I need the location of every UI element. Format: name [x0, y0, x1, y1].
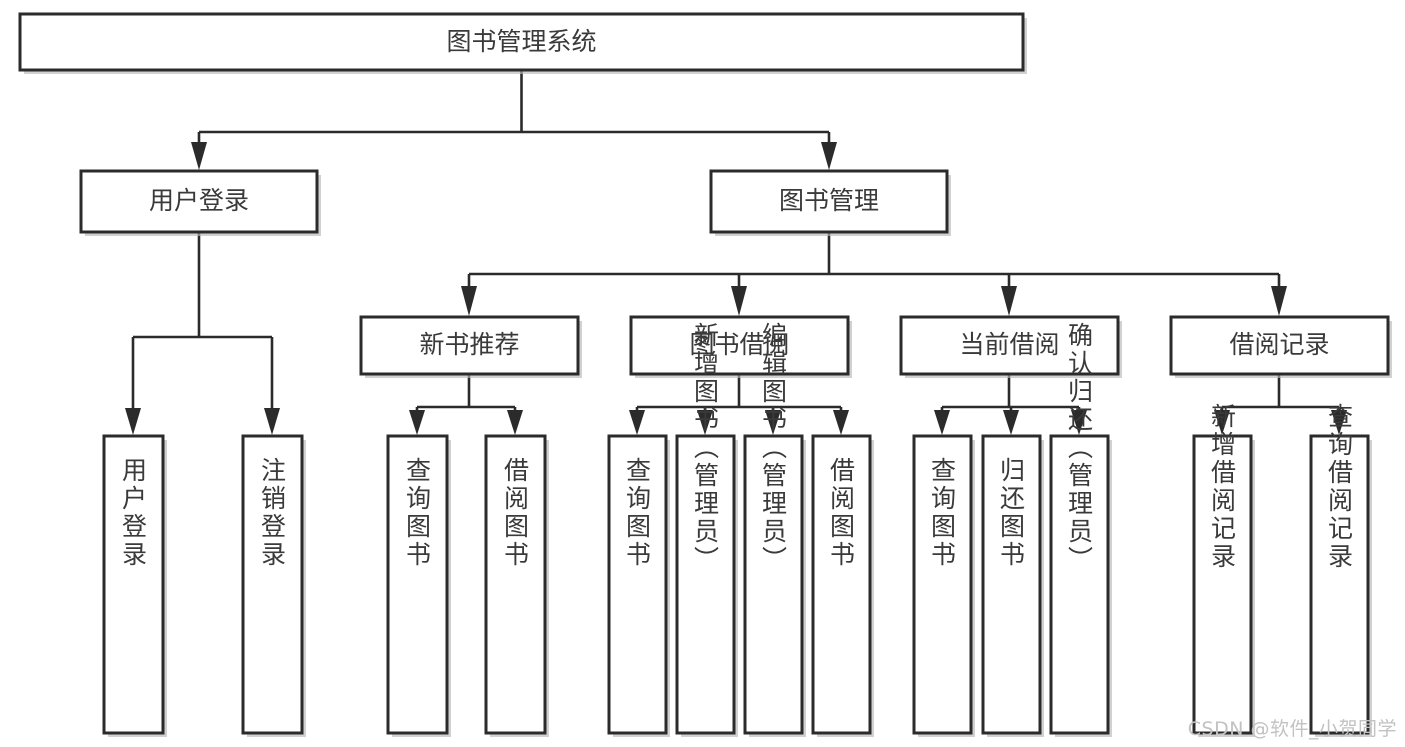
leaf-add-book-label: 新增图书（管理员）: [691, 322, 720, 574]
leaf-return-book-box[interactable]: [981, 434, 1042, 735]
arrow-leaf-return-book: [1003, 410, 1019, 435]
current-borrow-label: 当前借阅: [959, 330, 1059, 359]
connector-layer: [125, 70, 1347, 435]
user-login-label: 用户登录: [149, 186, 249, 215]
book-borrow-label: 图书借阅: [689, 330, 789, 359]
node-leaf-borrow-book-2[interactable]: 借阅图书: [811, 434, 874, 737]
current-borrow-box[interactable]: [899, 315, 1120, 376]
arrow-new-book-recommend: [461, 286, 477, 316]
arrow-leaf-query-book-3: [934, 410, 950, 435]
arrow-book-manage: [821, 142, 837, 170]
node-leaf-add-book[interactable]: 新增图书（管理员）: [675, 322, 738, 737]
node-user-login[interactable]: 用户登录: [79, 169, 321, 236]
book-manage-box[interactable]: [709, 169, 949, 234]
node-leaf-user-login[interactable]: 用户登录: [102, 434, 167, 737]
node-book-manage[interactable]: 图书管理: [709, 169, 951, 236]
node-leaf-query-book-3[interactable]: 查询图书: [912, 434, 975, 737]
arrow-leaf-query-book-2: [629, 410, 645, 435]
node-leaf-add-record[interactable]: 新增借阅记录: [1192, 403, 1255, 737]
user-login-box[interactable]: [79, 169, 319, 234]
leaf-user-logout-label: 注销登录: [258, 457, 287, 569]
leaf-edit-book-box[interactable]: [743, 434, 804, 735]
node-current-borrow[interactable]: 当前借阅: [899, 315, 1122, 378]
leaf-confirm-return-box[interactable]: [1049, 434, 1110, 735]
root-label: 图书管理系统: [446, 27, 596, 56]
node-new-book-recommend[interactable]: 新书推荐: [359, 315, 582, 378]
root-box[interactable]: [18, 12, 1025, 72]
arrow-book-borrow: [731, 286, 747, 316]
node-leaf-query-book-1[interactable]: 查询图书: [386, 434, 451, 737]
node-leaf-edit-book[interactable]: 编辑图书（管理员）: [743, 322, 806, 737]
leaf-add-record-box[interactable]: [1192, 434, 1253, 735]
node-book-borrow[interactable]: 图书借阅: [629, 315, 852, 378]
leaf-user-logout-box[interactable]: [241, 434, 304, 735]
new-book-recommend-label: 新书推荐: [419, 330, 519, 359]
leaf-query-record-box[interactable]: [1309, 434, 1370, 735]
leaf-add-book-box[interactable]: [675, 434, 736, 735]
node-leaf-query-record[interactable]: 查询借阅记录: [1309, 403, 1372, 737]
arrow-leaf-edit-book: [765, 410, 781, 435]
leaf-borrow-book-1-box[interactable]: [484, 434, 547, 735]
leaf-borrow-book-1-label: 借阅图书: [501, 457, 530, 569]
book-borrow-box[interactable]: [629, 315, 850, 376]
leaf-borrow-book-2-label: 借阅图书: [827, 457, 856, 569]
leaf-add-record-label: 新增借阅记录: [1208, 403, 1237, 571]
arrow-leaf-query-record: [1331, 410, 1347, 435]
leaf-user-login-box[interactable]: [102, 434, 165, 735]
node-leaf-confirm-return[interactable]: 确认归还（管理员）: [1049, 322, 1112, 737]
node-leaf-borrow-book-1[interactable]: 借阅图书: [484, 434, 549, 737]
node-leaf-user-logout[interactable]: 注销登录: [241, 434, 306, 737]
arrow-user-login: [191, 142, 207, 170]
arrow-leaf-query-book-1: [409, 410, 425, 435]
arrow-current-borrow: [1001, 286, 1017, 316]
arrow-leaf-add-record: [1214, 410, 1230, 435]
arrow-leaf-borrow-book-1: [507, 410, 523, 435]
node-borrow-record[interactable]: 借阅记录: [1169, 315, 1392, 378]
leaf-confirm-return-label: 确认归还（管理员）: [1065, 322, 1094, 574]
book-manage-label: 图书管理: [779, 186, 879, 215]
node-leaf-query-book-2[interactable]: 查询图书: [607, 434, 670, 737]
leaf-borrow-book-2-box[interactable]: [811, 434, 872, 735]
leaf-query-book-3-box[interactable]: [912, 434, 973, 735]
leaf-query-book-2-label: 查询图书: [623, 457, 652, 569]
leaf-query-book-1-box[interactable]: [386, 434, 449, 735]
leaf-return-book-label: 归还图书: [997, 457, 1026, 569]
leaf-query-record-label: 查询借阅记录: [1325, 403, 1354, 571]
leaf-query-book-1-label: 查询图书: [403, 457, 432, 569]
borrow-record-label: 借阅记录: [1229, 330, 1329, 359]
arrow-leaf-user-logout: [264, 408, 280, 435]
arrow-borrow-record: [1271, 286, 1287, 316]
leaf-query-book-3-label: 查询图书: [928, 457, 957, 569]
node-leaf-return-book[interactable]: 归还图书: [981, 434, 1044, 737]
leaf-user-login-label: 用户登录: [119, 457, 148, 569]
arrow-leaf-borrow-book-2: [833, 410, 849, 435]
leaf-query-book-2-box[interactable]: [607, 434, 668, 735]
leaf-edit-book-label: 编辑图书（管理员）: [759, 322, 788, 574]
borrow-record-box[interactable]: [1169, 315, 1390, 376]
arrow-leaf-user-login: [125, 408, 141, 435]
arrow-leaf-add-book: [697, 410, 713, 435]
node-root[interactable]: 图书管理系统: [18, 12, 1027, 74]
new-book-recommend-box[interactable]: [359, 315, 580, 376]
arrow-leaf-confirm-return: [1071, 410, 1087, 435]
